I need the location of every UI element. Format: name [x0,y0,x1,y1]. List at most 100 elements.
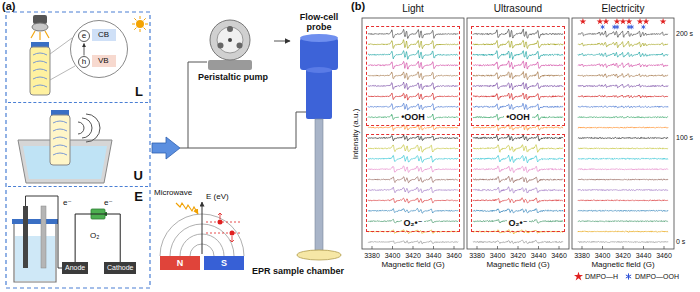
flow-cell-probe [306,69,332,119]
inset-outline [71,21,128,78]
electrode-box: Anode [62,262,88,274]
electrochemical-cell [12,206,58,282]
spectrum-trace [578,106,668,108]
tick-label: 3440 [426,252,442,260]
spectrum-trace [578,158,668,159]
lamp-illustration [31,15,49,40]
spin-symbol [218,220,223,225]
star-symbol [620,18,627,24]
peristaltic-pump [208,60,252,70]
panel-heading: Electricity [602,2,645,16]
spectrum-trace [578,116,668,118]
spectrum-trace [473,29,563,38]
spectrum-frame [572,18,674,249]
spectrum-trace [368,208,458,213]
inset-outline [70,20,128,78]
star-symbol [574,272,583,280]
reaction-vial [50,110,70,165]
reaction-vial [31,42,49,47]
electrochemical-cell [23,206,28,268]
axis-ticks [372,246,664,249]
spectrum-panel: Light•OOHO₂•⁻ [362,2,464,249]
spin-symbol [230,231,235,236]
spectrum-trace [578,52,668,57]
spectrum-trace [368,155,458,162]
spectrum-trace [473,93,563,100]
star-symbol [643,18,650,24]
peristaltic-pump [228,38,232,42]
species-label: O₂•⁻ [507,218,530,228]
asterisk-symbol [601,25,605,30]
star-symbol [597,18,604,24]
species-box: •OOH [471,26,565,126]
spectrum-trace [473,209,563,213]
axis-tick [392,246,393,249]
peristaltic-pump [227,26,233,32]
magnet-pole: N [160,256,200,270]
method-panel: U [8,104,148,187]
species-label: •OOH [399,112,427,122]
spectrum-trace [578,169,668,170]
panel-tag: (a) [2,0,15,12]
asterisk-symbol [624,272,633,281]
circuit-wire [75,214,120,262]
legend-item: DMPO—OOH [624,272,679,281]
flow-cell-probe [306,67,332,73]
flow-cell-probe [300,38,338,70]
band-label: CB [98,31,109,39]
sun-icon [132,16,148,32]
spectrum-trace [368,93,458,100]
tick-label: 3380 [364,252,380,260]
spectrum-trace [578,200,668,201]
tick-label: 3400 [490,252,506,260]
spectrum-trace [473,72,563,80]
species-label: O₂ [90,232,99,241]
spectrum-trace [368,135,458,141]
part-label: Microwave [154,189,192,198]
spectrum-trace [578,84,668,88]
spectrum-trace [473,51,563,60]
axis-tick [454,246,455,249]
star-symbol [614,18,621,24]
ultrasound-waves [78,114,100,142]
tick-label: 3400 [595,252,611,260]
spectrum-trace [368,50,458,59]
panel-heading: Light [402,2,424,16]
magnet-pole: S [204,256,244,270]
star-symbol [626,18,633,24]
spectrum-trace [368,145,458,153]
part-label: Peristaltic pump [192,72,274,82]
peak-markers [580,18,667,29]
method-frame [6,12,150,288]
spectrum-trace [368,82,458,90]
spectrum-trace [473,135,563,141]
spectrum-panel: Electricity [572,2,674,249]
legend-text: DMPO—H [585,273,618,281]
axis-tick [643,246,644,249]
flow-arrow [274,41,290,42]
spectrum-trace [578,241,668,242]
axis-tick [433,246,434,249]
electrochemical-cell [15,236,55,281]
spectrum-trace [473,166,563,173]
time-label: 200 s [676,30,693,38]
flow-cell-probe [315,119,323,252]
species-label: •OOH [504,112,532,122]
spectrum-trace [473,176,563,182]
panel-tag: (b) [351,0,365,12]
electron-label: e⁻ [104,199,113,208]
epr-spectra [368,29,668,244]
peristaltic-pump [218,43,224,49]
legend-text: DMPO—OOH [635,273,679,281]
spectrum-trace [473,240,563,244]
asterisk-symbol [630,25,634,30]
part-label: Flow-cell probe [290,12,348,32]
peristaltic-pump [217,27,243,53]
charge-circle [79,31,90,42]
pump-unit: Peristaltic pump [192,14,274,82]
tick-label: 3420 [405,252,421,260]
spectrum-trace [473,103,563,110]
spectrum-trace [473,145,563,153]
axis-tick [582,246,583,249]
